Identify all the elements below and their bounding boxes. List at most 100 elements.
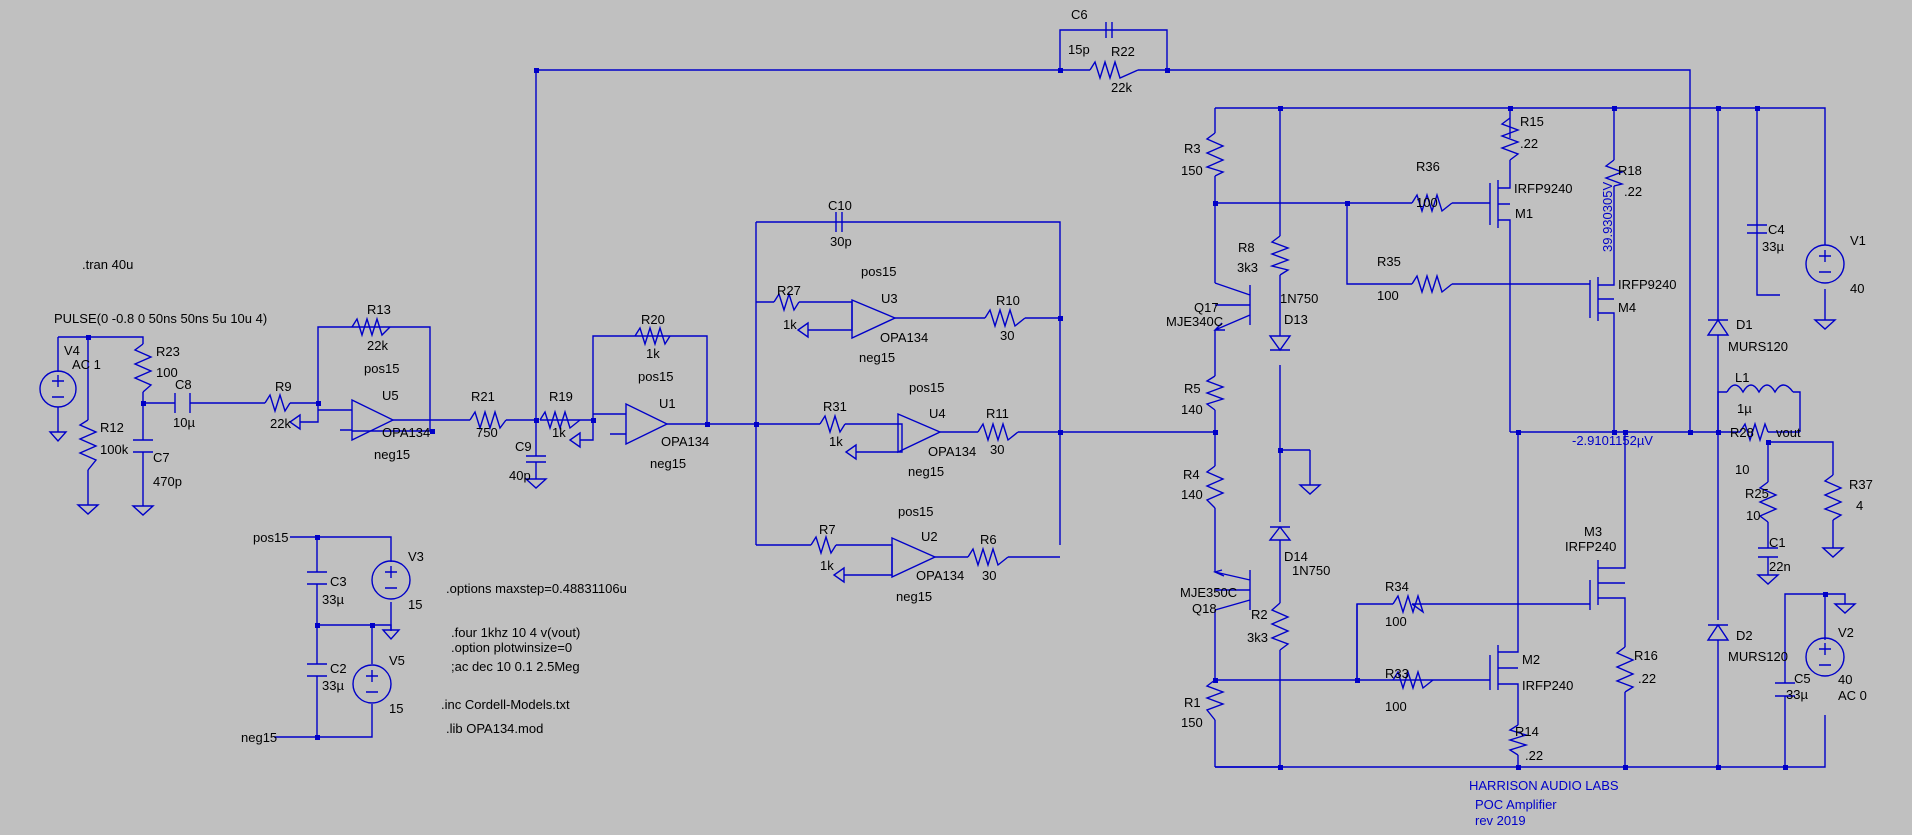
component-labels: V4 AC 1 R12 100k R23 100 C7 470p C8 10µ …: [64, 7, 1873, 763]
M1-name: M1: [1515, 206, 1533, 221]
probe-voltage-1: 39.930305V: [1600, 182, 1615, 252]
V2-symbol: [1805, 637, 1845, 677]
R18-name: R18: [1618, 163, 1642, 178]
revision: rev 2019: [1475, 813, 1526, 828]
C3-plates: [307, 571, 327, 585]
R9-value: 22k: [270, 416, 291, 431]
R7-zigzag: [810, 534, 837, 556]
R15-zigzag: [1500, 117, 1520, 161]
C6-value: 15p: [1068, 42, 1090, 57]
net-neg15-u1: neg15: [650, 456, 686, 471]
D13-symbol: [1268, 335, 1292, 352]
U1-value: OPA134: [661, 434, 709, 449]
plotwinsize-directive: .option plotwinsize=0: [451, 640, 572, 655]
Q18-symbol: [1212, 569, 1251, 611]
U3-value: OPA134: [880, 330, 928, 345]
capacitors: [133, 22, 1795, 697]
U5-triangle: [351, 398, 395, 442]
R10-value: 30: [1000, 328, 1014, 343]
R4-name: R4: [1183, 467, 1200, 482]
R20-value: 1k: [646, 346, 660, 361]
C1-value: 22n: [1769, 559, 1791, 574]
V5-symbol: [352, 664, 392, 704]
C3-name: C3: [330, 574, 347, 589]
U2-name: U2: [921, 529, 938, 544]
net-pos15-u4: pos15: [909, 380, 944, 395]
R1-value: 150: [1181, 715, 1203, 730]
C2-value: 33µ: [322, 678, 344, 693]
R20-name: R20: [641, 312, 665, 327]
V3-name: V3: [408, 549, 424, 564]
Q17-value: MJE340C: [1166, 314, 1223, 329]
R20-zigzag: [634, 325, 671, 347]
company-name: HARRISON AUDIO LABS: [1469, 778, 1619, 793]
tran-directive: .tran 40u: [82, 257, 133, 272]
R6-zigzag: [967, 546, 1009, 568]
V3-symbol: [371, 560, 411, 600]
R3-name: R3: [1184, 141, 1201, 156]
R13-name: R13: [367, 302, 391, 317]
M1-value: IRFP9240: [1514, 181, 1573, 196]
R33-name: R33: [1385, 666, 1409, 681]
R36-value: 100: [1416, 195, 1438, 210]
R16-name: R16: [1634, 648, 1658, 663]
R4-zigzag: [1205, 465, 1225, 509]
probe-readouts: 39.930305V -2.9101152µV: [1572, 182, 1653, 448]
M3-name: M3: [1584, 524, 1602, 539]
wires: [57, 29, 1846, 768]
four-directive: .four 1khz 10 4 v(vout): [451, 625, 580, 640]
R3-value: 150: [1181, 163, 1203, 178]
R31-value: 1k: [829, 434, 843, 449]
R33-zigzag: [1392, 669, 1434, 691]
R21-name: R21: [471, 389, 495, 404]
V3-value: 15: [408, 597, 422, 612]
inc-directive: .inc Cordell-Models.txt: [441, 697, 570, 712]
C6-name: C6: [1071, 7, 1088, 22]
U3-name: U3: [881, 291, 898, 306]
R8-zigzag: [1269, 235, 1290, 276]
U1-triangle: [625, 402, 669, 446]
R37-zigzag: [1823, 474, 1843, 521]
R35-value: 100: [1377, 288, 1399, 303]
V4-symbol: [39, 370, 77, 408]
C7-name: C7: [153, 450, 170, 465]
C8-value: 10µ: [173, 415, 195, 430]
V2-extra: AC 0: [1838, 688, 1867, 703]
C10-name: C10: [828, 198, 852, 213]
D1-symbol: [1706, 318, 1730, 336]
R9-zigzag: [264, 392, 291, 414]
D2-name: D2: [1736, 628, 1753, 643]
D1-value: MURS120: [1728, 339, 1788, 354]
R9-name: R9: [275, 379, 292, 394]
V1-name: V1: [1850, 233, 1866, 248]
R13-value: 22k: [367, 338, 388, 353]
R25-zigzag: [1758, 481, 1778, 523]
C9-value: 40p: [509, 468, 531, 483]
R18-zigzag: [1604, 159, 1625, 187]
U1-name: U1: [659, 396, 676, 411]
U2-value: OPA134: [916, 568, 964, 583]
R1-name: R1: [1184, 695, 1201, 710]
R2-name: R2: [1251, 607, 1268, 622]
R23-zigzag: [133, 343, 153, 393]
R7-name: R7: [819, 522, 836, 537]
C3-value: 33µ: [322, 592, 344, 607]
C4-value: 33µ: [1762, 239, 1784, 254]
R13-zigzag: [351, 316, 391, 338]
R23-value: 100: [156, 365, 178, 380]
lib-directive: .lib OPA134.mod: [446, 721, 543, 736]
C9-plates: [526, 455, 546, 463]
R8-value: 3k3: [1237, 260, 1258, 275]
net-neg15-supply: neg15: [241, 730, 277, 745]
C8-name: C8: [175, 377, 192, 392]
C9-name: C9: [515, 439, 532, 454]
R18-value: .22: [1624, 184, 1642, 199]
R28-value: 10: [1735, 462, 1749, 477]
junction-dots: [86, 68, 1828, 770]
R23-name: R23: [156, 344, 180, 359]
R10-zigzag: [984, 307, 1026, 329]
D2-value: MURS120: [1728, 649, 1788, 664]
C8-plates: [174, 393, 191, 413]
R16-value: .22: [1638, 671, 1656, 686]
U5-value: OPA134: [382, 425, 430, 440]
